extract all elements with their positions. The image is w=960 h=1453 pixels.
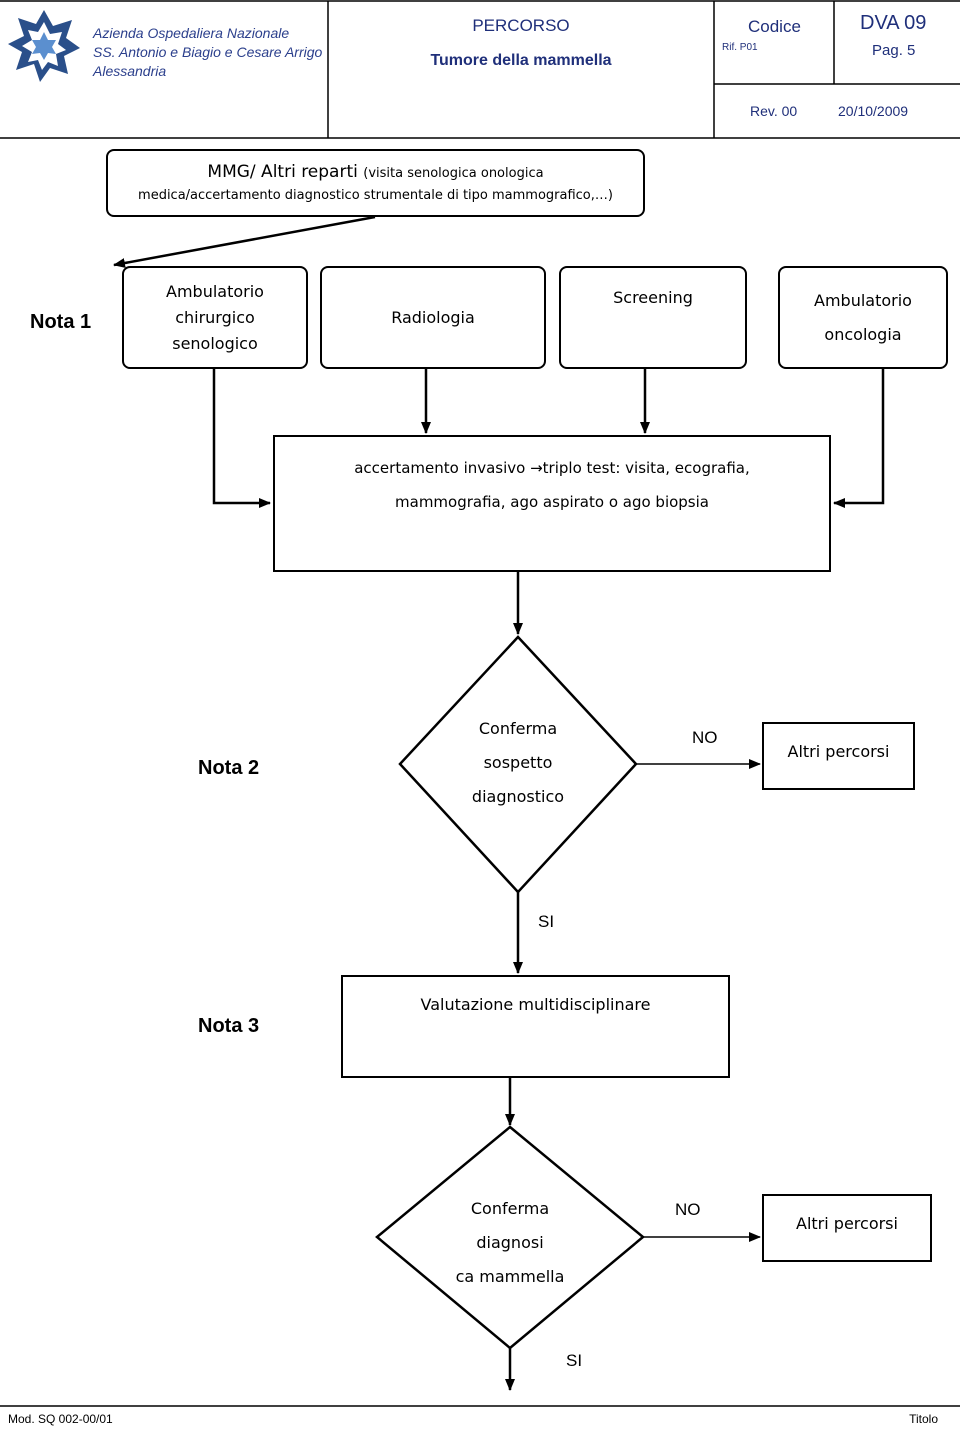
decision-1-shape: [398, 635, 638, 894]
decision-2-line-1: Conferma: [470, 1199, 550, 1218]
decision-2-line-3: ca mammella: [455, 1267, 565, 1286]
box-radiologia-label: Radiologia: [391, 308, 475, 327]
revision: Rev. 00: [750, 103, 798, 119]
box-valutazione-multidisciplinare: Valutazione multidisciplinare: [341, 975, 730, 1078]
revision-date: 20/10/2009: [838, 103, 909, 119]
codice-label: Codice: [748, 17, 801, 36]
decision-1-line-1: Conferma: [478, 719, 558, 738]
footer-title: Titolo: [909, 1412, 938, 1426]
box-altri-percorsi-2: Altri percorsi: [762, 1194, 932, 1262]
org-line-3: Alessandria: [93, 63, 167, 79]
box-chir-line-3: senologico: [172, 333, 258, 353]
box-accertamento: accertamento invasivo →triplo test: visi…: [273, 435, 831, 572]
decision-2-si-label: SI: [566, 1351, 583, 1370]
box-ambulatorio-chirurgico: Ambulatorio chirurgico senologico: [122, 266, 308, 369]
nota-3-label: Nota 3: [198, 1015, 260, 1037]
altri-percorsi-1-label: Altri percorsi: [787, 742, 890, 761]
box-onco-line-1: Ambulatorio: [814, 290, 912, 310]
decision-2-text: Conferma diagnosi ca mammella: [430, 1192, 590, 1294]
hospital-logo-icon: [8, 10, 80, 82]
box-ambulatorio-oncologia: Ambulatorio oncologia: [778, 266, 948, 369]
arrow-chirurgico: [212, 368, 271, 508]
rif-label: Rif. P01: [722, 42, 758, 53]
page-number: Pag. 5: [872, 42, 916, 59]
decision-2-no-label: NO: [675, 1200, 701, 1219]
entry-line-2: medica/accertamento diagnostico strument…: [138, 188, 613, 203]
entry-paren: (visita senologica onologica: [363, 166, 544, 181]
nota-1-label: Nota 1: [30, 311, 92, 333]
box-screening-label: Screening: [613, 288, 693, 307]
accertamento-line-1: accertamento invasivo →triplo test: visi…: [354, 459, 750, 477]
arrow-oncologia: [833, 368, 885, 508]
box-onco-line-2: oncologia: [824, 324, 902, 344]
box-screening: Screening: [559, 266, 747, 369]
box-radiologia: Radiologia: [320, 266, 546, 369]
decision-2-line-2: diagnosi: [476, 1233, 544, 1252]
org-name: Azienda Ospedaliera Nazionale SS. Antoni…: [93, 24, 322, 81]
decision-1-line-2: sospetto: [483, 753, 553, 772]
valutazione-label: Valutazione multidisciplinare: [420, 995, 651, 1014]
entry-box: MMG/ Altri reparti (visita senologica on…: [106, 149, 645, 217]
accertamento-line-2: mammografia, ago aspirato o ago biopsia: [395, 493, 709, 511]
box-altri-percorsi-1: Altri percorsi: [762, 722, 915, 790]
footer-module-code: Mod. SQ 002-00/01: [8, 1412, 113, 1426]
nota-2-label: Nota 2: [198, 757, 260, 779]
decision-1-text: Conferma sospetto diagnostico: [440, 712, 596, 814]
percorso-title: Tumore della mammella: [430, 52, 612, 69]
arrow-entry-to-row: [113, 215, 376, 268]
org-line-1: Azienda Ospedaliera Nazionale: [93, 25, 290, 41]
code-value: DVA 09: [860, 12, 927, 34]
box-chir-line-2: chirurgico: [175, 307, 255, 327]
altri-percorsi-2-label: Altri percorsi: [796, 1214, 898, 1233]
decision-1-no-label: NO: [692, 728, 718, 747]
box-chir-line-1: Ambulatorio: [166, 281, 264, 301]
header-grid: [0, 0, 960, 139]
percorso-label: PERCORSO: [472, 16, 570, 35]
org-line-2: SS. Antonio e Biagio e Cesare Arrigo: [93, 44, 323, 60]
decision-1-si-label: SI: [538, 912, 555, 931]
entry-main: MMG/ Altri reparti: [207, 162, 358, 182]
decision-2-shape: [375, 1125, 645, 1350]
decision-1-line-3: diagnostico: [471, 787, 565, 806]
